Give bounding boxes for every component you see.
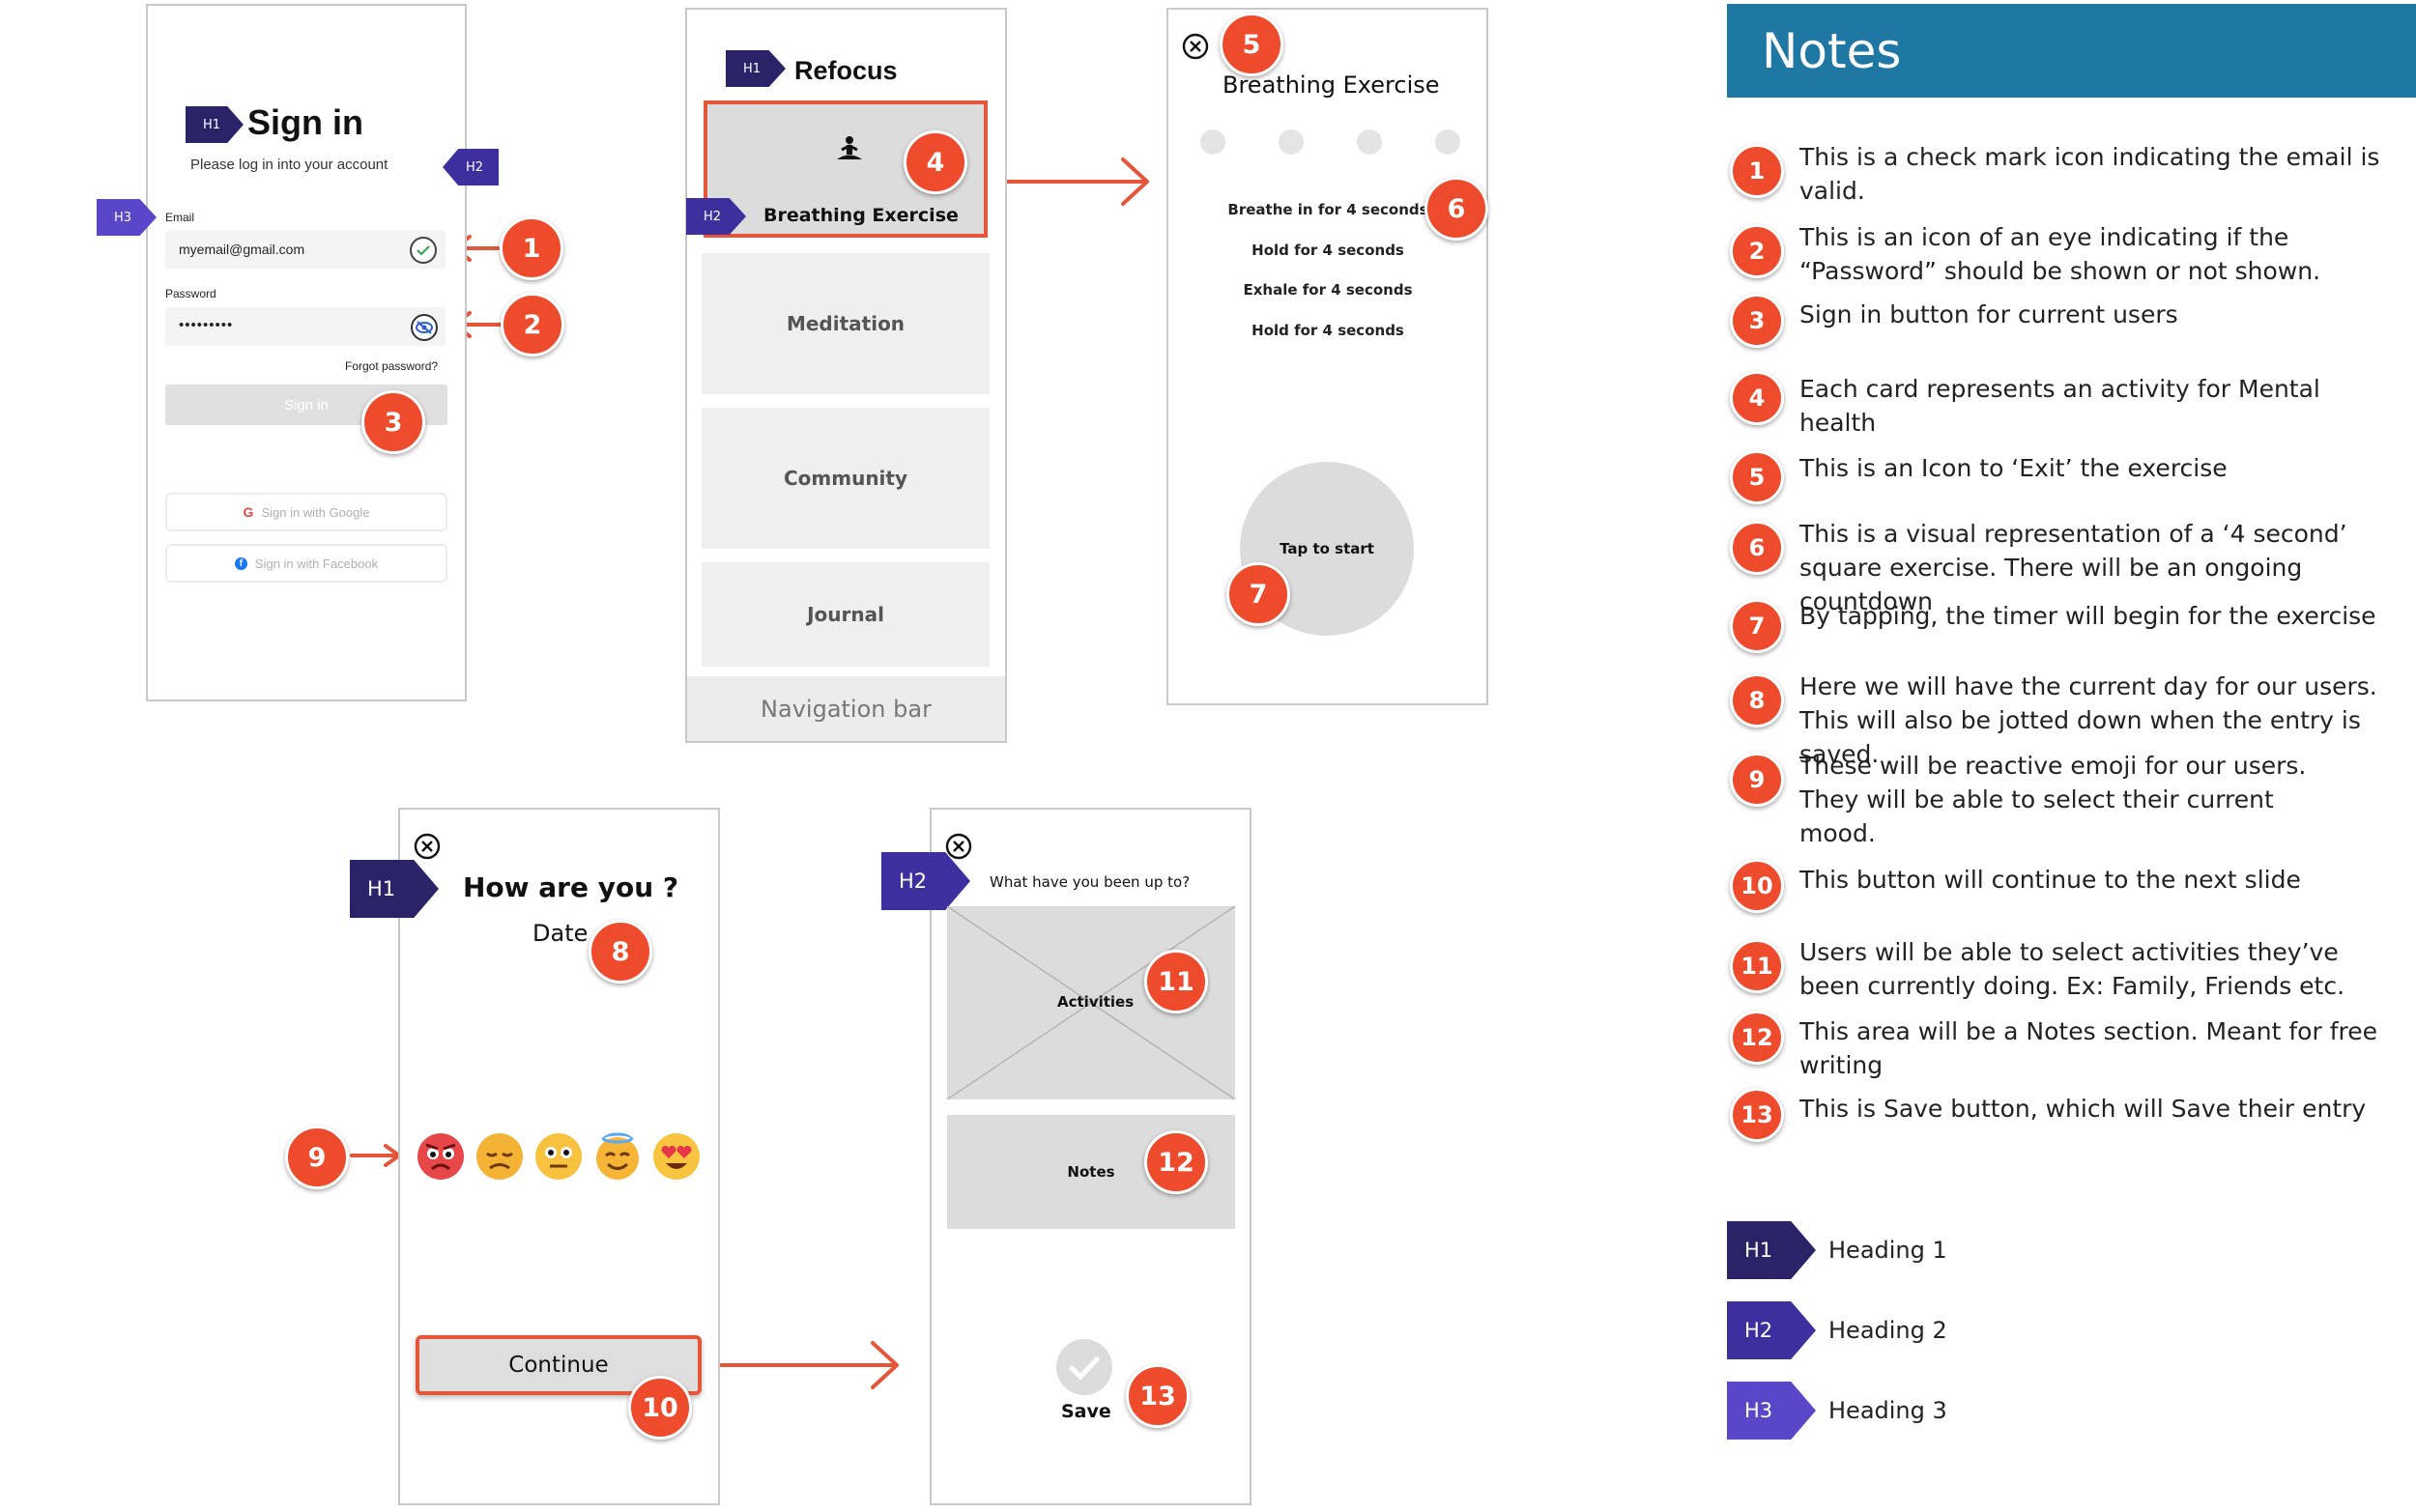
meditation-card[interactable]: Meditation — [702, 253, 990, 394]
notes-header: Notes — [1727, 4, 2416, 98]
marker-6: 6 — [1424, 177, 1488, 241]
meditation-icon — [837, 136, 862, 159]
note-text: Each card represents an activity for Men… — [1799, 375, 2320, 437]
note-number-marker: 4 — [1730, 371, 1784, 425]
note-number-marker: 12 — [1730, 1011, 1784, 1065]
close-icon[interactable] — [945, 833, 972, 860]
password-label: Password — [165, 287, 216, 300]
mood-title: How are you ? — [463, 871, 679, 903]
date-label: Date — [532, 920, 589, 947]
marker-5: 5 — [1220, 13, 1283, 76]
note-number-marker: 11 — [1730, 939, 1784, 993]
note-number-marker: 3 — [1730, 294, 1784, 348]
legend-h3-label: Heading 3 — [1828, 1397, 1947, 1424]
marker-2: 2 — [501, 293, 564, 357]
breathing-title: Breathing Exercise — [1222, 71, 1440, 99]
signin-subtitle: Please log in into your account — [190, 157, 388, 173]
close-icon[interactable] — [414, 833, 441, 860]
note-number-marker: 1 — [1730, 144, 1784, 198]
note-number-marker: 8 — [1730, 673, 1784, 727]
note-number-marker: 7 — [1730, 599, 1784, 653]
legend-h1-tag: H1 — [1727, 1221, 1816, 1279]
legend-h1-label: Heading 1 — [1828, 1237, 1947, 1264]
breathing-step: Exhale for 4 seconds — [1243, 281, 1413, 299]
sad-emoji-icon[interactable] — [475, 1132, 524, 1181]
marker-11: 11 — [1144, 950, 1208, 1013]
journal-card[interactable]: Journal — [702, 562, 990, 667]
note-number-marker: 13 — [1730, 1088, 1784, 1142]
check-icon — [410, 237, 437, 264]
home-title: Refocus — [794, 56, 898, 85]
note-number-marker: 6 — [1730, 521, 1784, 575]
password-field[interactable]: ••••••••• — [165, 307, 446, 346]
community-card[interactable]: Community — [702, 408, 990, 549]
marker-4: 4 — [904, 130, 967, 194]
facebook-button-label: Sign in with Facebook — [254, 556, 379, 571]
email-label: Email — [165, 211, 195, 224]
note-text: This is a visual representation of a ‘4 … — [1799, 520, 2347, 615]
close-icon[interactable] — [1182, 33, 1209, 60]
angry-emoji-icon[interactable] — [417, 1132, 465, 1181]
save-label[interactable]: Save — [1061, 1401, 1111, 1422]
note-text: Sign in button for current users — [1799, 300, 2178, 328]
marker-9: 9 — [285, 1126, 349, 1189]
progress-dot — [1200, 129, 1225, 155]
marker-7: 7 — [1226, 562, 1290, 626]
note-text: This is an icon of an eye indicating if … — [1799, 223, 2321, 285]
note-number-marker: 2 — [1730, 224, 1784, 278]
note-text: Here we will have the current day for ou… — [1799, 672, 2377, 768]
note-number-marker: 9 — [1730, 753, 1784, 807]
facebook-icon: f — [234, 556, 247, 570]
navigation-bar[interactable]: Navigation bar — [687, 676, 1005, 741]
note-number-marker: 5 — [1730, 450, 1784, 504]
heading-2-tag: H2 — [443, 149, 499, 185]
eye-icon[interactable] — [410, 313, 439, 342]
blessed-emoji-icon[interactable] — [593, 1132, 642, 1181]
heart-eyes-emoji-icon[interactable] — [652, 1132, 701, 1181]
facebook-signin-button[interactable]: f Sign in with Facebook — [165, 544, 447, 583]
marker-3: 3 — [361, 390, 425, 454]
notes-title: Notes — [1762, 23, 1902, 79]
email-value: myemail@gmail.com — [179, 242, 305, 257]
breathing-card-label: Breathing Exercise — [763, 205, 959, 226]
breathing-step: Hold for 4 seconds — [1251, 322, 1404, 339]
note-text: This is a check mark icon indicating the… — [1799, 143, 2380, 205]
password-value: ••••••••• — [179, 317, 234, 333]
breathing-step: Breathe in for 4 seconds — [1227, 201, 1428, 218]
email-field[interactable]: myemail@gmail.com — [165, 230, 446, 269]
google-icon: G — [243, 504, 254, 520]
note-text: Users will be able to select activities … — [1799, 938, 2345, 1000]
breathing-step: Hold for 4 seconds — [1251, 242, 1404, 259]
continue-button[interactable]: Continue — [416, 1335, 702, 1395]
google-button-label: Sign in with Google — [261, 504, 370, 520]
marker-10: 10 — [628, 1376, 692, 1440]
note-text: These will be reactive emoji for our use… — [1799, 752, 2307, 847]
note-text: This is an Icon to ‘Exit’ the exercise — [1799, 454, 2228, 482]
marker-1: 1 — [500, 216, 563, 280]
progress-dot — [1279, 129, 1304, 155]
progress-dot — [1357, 129, 1382, 155]
marker-12: 12 — [1144, 1130, 1208, 1194]
google-signin-button[interactable]: G Sign in with Google — [165, 493, 447, 531]
save-check-icon[interactable] — [1055, 1338, 1113, 1396]
neutral-emoji-icon[interactable] — [534, 1132, 583, 1181]
progress-dot — [1435, 129, 1460, 155]
image-placeholder-icon — [947, 906, 1235, 1099]
signin-title: Sign in — [247, 102, 363, 142]
note-text: This button will continue to the next sl… — [1799, 866, 2301, 894]
note-number-marker: 10 — [1730, 859, 1784, 913]
note-text: This area will be a Notes section. Meant… — [1799, 1017, 2377, 1079]
marker-8: 8 — [589, 920, 652, 984]
note-text: This is Save button, which will Save the… — [1799, 1095, 2367, 1123]
note-text: By tapping, the timer will begin for the… — [1799, 602, 2376, 630]
legend-h2-label: Heading 2 — [1828, 1317, 1947, 1344]
journal-title: What have you been up to? — [990, 873, 1191, 891]
activities-label: Activities — [1057, 993, 1135, 1011]
marker-13: 13 — [1126, 1364, 1190, 1428]
forgot-password-link[interactable]: Forgot password? — [345, 359, 439, 373]
